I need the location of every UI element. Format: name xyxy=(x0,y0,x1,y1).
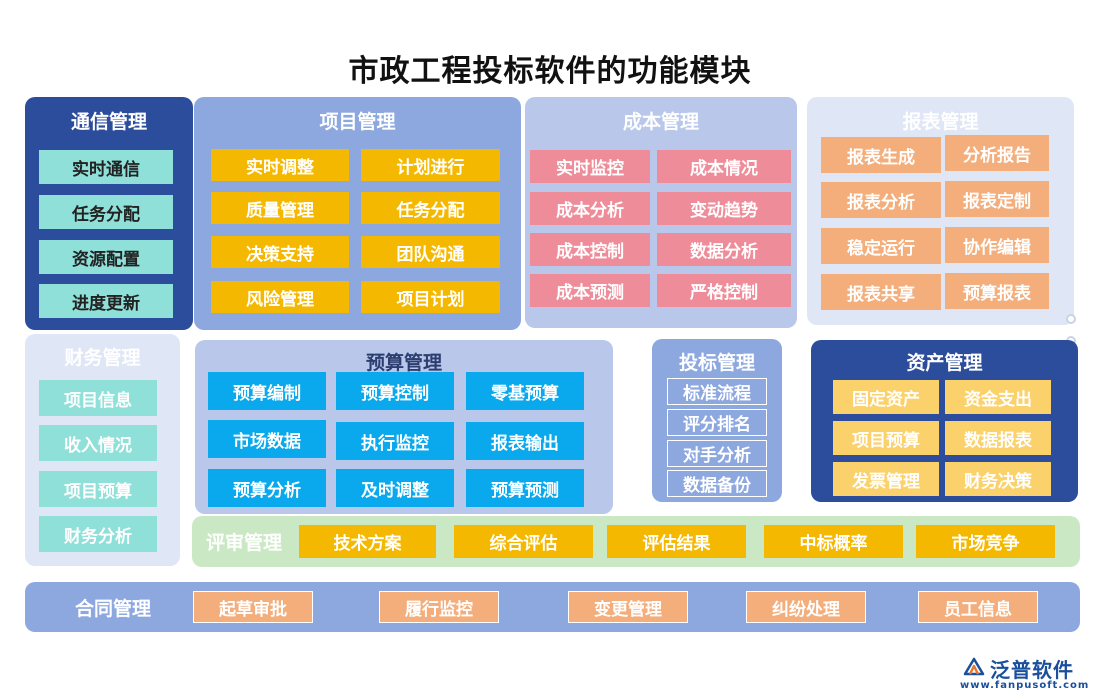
asset-item[interactable]: 资金支出 xyxy=(945,380,1051,414)
panel-project: 项目管理 实时调整 计划进行 质量管理 任务分配 决策支持 团队沟通 风险管理 … xyxy=(194,97,521,330)
panel-review: 评审管理 技术方案 综合评估 评估结果 中标概率 市场竞争 xyxy=(192,516,1080,567)
project-item[interactable]: 实时调整 xyxy=(211,149,349,181)
page-title: 市政工程投标软件的功能模块 xyxy=(348,54,752,89)
comm-item[interactable]: 实时通信 xyxy=(39,150,173,184)
panel-budget: 预算管理 预算编制 预算控制 零基预算 市场数据 执行监控 报表输出 预算分析 … xyxy=(195,340,613,514)
budget-item[interactable]: 报表输出 xyxy=(466,422,584,460)
bid-item[interactable]: 对手分析 xyxy=(667,440,767,467)
project-item[interactable]: 决策支持 xyxy=(211,236,349,268)
panel-review-title: 评审管理 xyxy=(206,532,283,554)
report-item[interactable]: 报表共享 xyxy=(821,274,941,310)
brand-name: 泛普软件 xyxy=(990,658,1074,682)
panel-report-title: 报表管理 xyxy=(902,111,979,133)
bid-item[interactable]: 标准流程 xyxy=(667,378,767,405)
report-item[interactable]: 报表定制 xyxy=(945,181,1049,217)
finance-item[interactable]: 收入情况 xyxy=(39,425,157,461)
budget-item[interactable]: 预算预测 xyxy=(466,469,584,507)
asset-item[interactable]: 项目预算 xyxy=(833,421,939,455)
panel-asset: 资产管理 固定资产 资金支出 项目预算 数据报表 发票管理 财务决策 xyxy=(811,340,1078,502)
panel-cost-title: 成本管理 xyxy=(622,111,699,133)
report-item[interactable]: 预算报表 xyxy=(945,273,1049,309)
comm-item[interactable]: 资源配置 xyxy=(39,240,173,274)
panel-budget-title: 预算管理 xyxy=(365,352,442,374)
budget-item[interactable]: 预算控制 xyxy=(336,372,454,410)
project-item[interactable]: 任务分配 xyxy=(361,192,500,224)
project-item[interactable]: 项目计划 xyxy=(361,281,500,313)
brand-url: www.fanpusoft.com xyxy=(960,680,1090,691)
comm-item[interactable]: 进度更新 xyxy=(39,284,173,318)
asset-item[interactable]: 发票管理 xyxy=(833,462,939,496)
contract-item[interactable]: 员工信息 xyxy=(918,591,1038,623)
panel-finance-title: 财务管理 xyxy=(64,347,141,369)
cost-item[interactable]: 成本控制 xyxy=(530,233,650,266)
contract-item[interactable]: 变更管理 xyxy=(568,591,688,623)
review-item[interactable]: 评估结果 xyxy=(607,525,746,558)
project-item[interactable]: 风险管理 xyxy=(211,281,349,313)
report-item[interactable]: 稳定运行 xyxy=(821,228,941,264)
report-item[interactable]: 协作编辑 xyxy=(945,227,1049,263)
cost-item[interactable]: 成本情况 xyxy=(657,150,791,183)
panel-finance: 财务管理 项目信息 收入情况 项目预算 财务分析 xyxy=(25,334,180,566)
brand-block: 泛普软件 www.fanpusoft.com xyxy=(958,654,1088,694)
review-item[interactable]: 综合评估 xyxy=(454,525,593,558)
cost-item[interactable]: 成本预测 xyxy=(530,274,650,307)
budget-item[interactable]: 市场数据 xyxy=(208,420,326,458)
panel-bid-title: 投标管理 xyxy=(678,352,755,374)
panel-project-title: 项目管理 xyxy=(319,111,396,133)
project-item[interactable]: 计划进行 xyxy=(361,149,500,181)
finance-item[interactable]: 项目信息 xyxy=(39,380,157,416)
fanpu-logo-icon xyxy=(963,657,985,676)
cost-item[interactable]: 严格控制 xyxy=(657,274,791,307)
panel-asset-title: 资产管理 xyxy=(906,352,983,374)
budget-item[interactable]: 预算分析 xyxy=(208,469,326,507)
asset-item[interactable]: 固定资产 xyxy=(833,380,939,414)
panel-contract: 合同管理 起草审批 履行监控 变更管理 纠纷处理 员工信息 xyxy=(25,582,1080,632)
cost-item[interactable]: 变动趋势 xyxy=(657,192,791,225)
finance-item[interactable]: 财务分析 xyxy=(39,516,157,552)
panel-comm: 通信管理 实时通信 任务分配 资源配置 进度更新 xyxy=(25,97,193,330)
bid-item[interactable]: 数据备份 xyxy=(667,470,767,497)
contract-item[interactable]: 履行监控 xyxy=(379,591,499,623)
contract-item[interactable]: 起草审批 xyxy=(193,591,313,623)
finance-item[interactable]: 项目预算 xyxy=(39,471,157,507)
report-item[interactable]: 报表分析 xyxy=(821,182,941,218)
bid-item[interactable]: 评分排名 xyxy=(667,409,767,436)
connector-dot xyxy=(1066,314,1076,324)
asset-item[interactable]: 财务决策 xyxy=(945,462,1051,496)
panel-report: 报表管理 报表生成 分析报告 报表分析 报表定制 稳定运行 协作编辑 报表共享 … xyxy=(807,97,1074,325)
budget-item[interactable]: 零基预算 xyxy=(466,372,584,410)
asset-item[interactable]: 数据报表 xyxy=(945,421,1051,455)
panel-comm-title: 通信管理 xyxy=(70,111,147,133)
panel-cost: 成本管理 实时监控 成本情况 成本分析 变动趋势 成本控制 数据分析 成本预测 … xyxy=(525,97,797,328)
cost-item[interactable]: 成本分析 xyxy=(530,192,650,225)
project-item[interactable]: 质量管理 xyxy=(211,192,349,224)
project-item[interactable]: 团队沟通 xyxy=(361,236,500,268)
budget-item[interactable]: 及时调整 xyxy=(336,469,454,507)
report-item[interactable]: 报表生成 xyxy=(821,137,941,173)
review-item[interactable]: 技术方案 xyxy=(299,525,436,558)
review-item[interactable]: 中标概率 xyxy=(764,525,903,558)
budget-item[interactable]: 预算编制 xyxy=(208,372,326,410)
panel-bid: 投标管理 标准流程 评分排名 对手分析 数据备份 xyxy=(652,339,782,502)
cost-item[interactable]: 数据分析 xyxy=(657,233,791,266)
cost-item[interactable]: 实时监控 xyxy=(530,150,650,183)
contract-item[interactable]: 纠纷处理 xyxy=(746,591,866,623)
panel-contract-title: 合同管理 xyxy=(75,597,152,620)
review-item[interactable]: 市场竞争 xyxy=(916,525,1055,558)
budget-item[interactable]: 执行监控 xyxy=(336,422,454,460)
report-item[interactable]: 分析报告 xyxy=(945,135,1049,171)
comm-item[interactable]: 任务分配 xyxy=(39,195,173,229)
